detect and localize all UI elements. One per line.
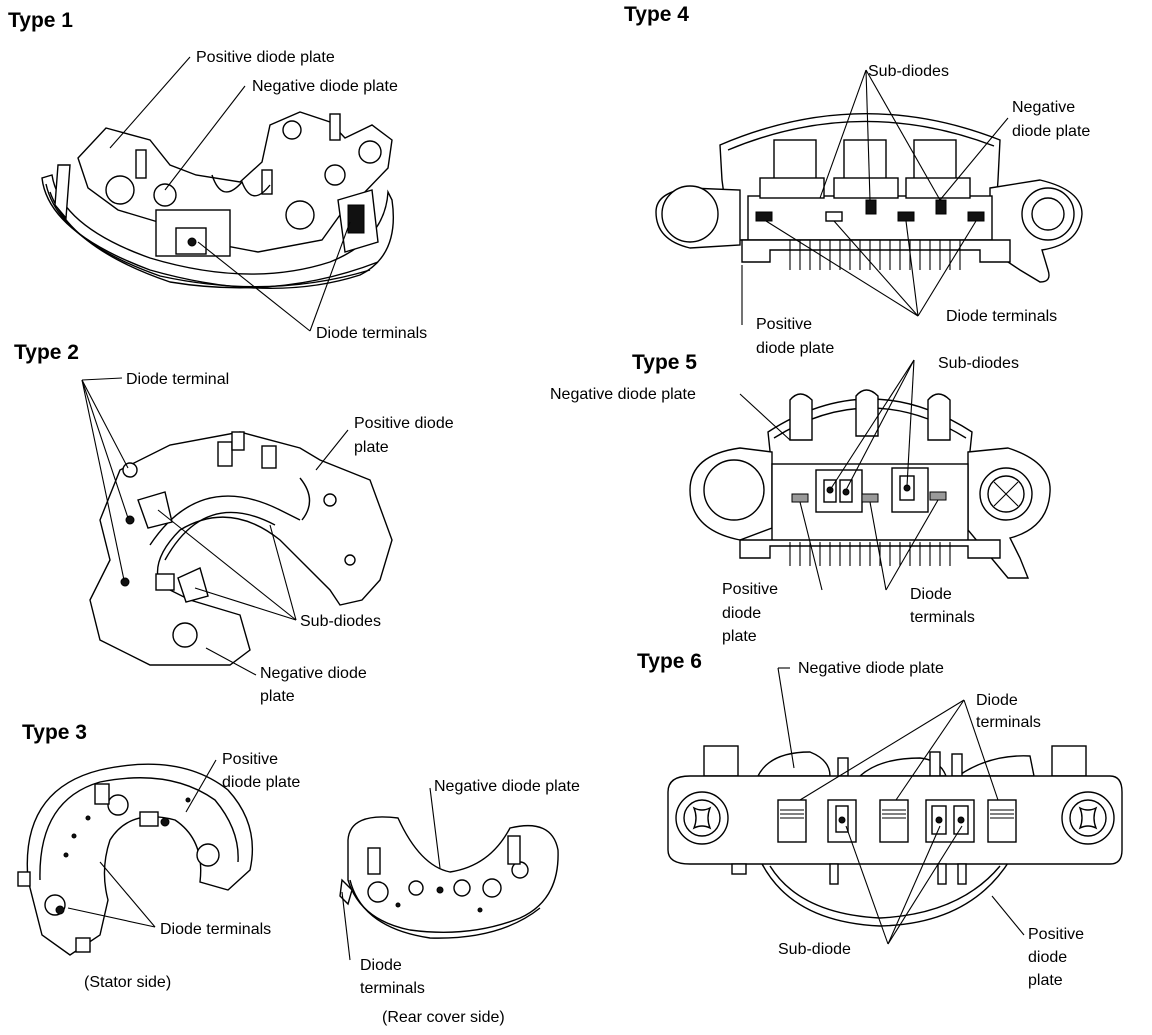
type3-rear-cover-caption: (Rear cover side) bbox=[382, 1009, 505, 1026]
type1-diode-terminals-label: Diode terminals bbox=[316, 325, 427, 342]
type4-positive-plate-label-1: Positive bbox=[756, 316, 812, 333]
type3-panel: Type 3 bbox=[17, 721, 580, 1026]
type5-title: Type 5 bbox=[632, 351, 697, 374]
type6-positive-plate-label-2: diode bbox=[1028, 949, 1067, 966]
type6-panel: Type 6 bbox=[637, 650, 1123, 989]
type6-sub-diode-label: Sub-diode bbox=[778, 941, 851, 958]
type2-positive-plate-label-2: plate bbox=[354, 439, 389, 456]
type1-panel: Type 1 P bbox=[8, 9, 427, 342]
type1-positive-plate-label: Positive diode plate bbox=[196, 49, 335, 66]
type4-negative-plate-label-1: Negative bbox=[1012, 99, 1075, 116]
type4-panel: Type 4 bbox=[624, 3, 1090, 357]
type3-positive-plate-label-2: diode plate bbox=[222, 774, 300, 791]
type5-positive-plate-label-2: diode bbox=[722, 605, 761, 622]
type3-diode-terminals-label: Diode terminals bbox=[160, 921, 271, 938]
type2-panel: Type 2 bbox=[14, 341, 454, 705]
type2-title: Type 2 bbox=[14, 341, 79, 364]
type5-diode-terminals-label-2: terminals bbox=[910, 609, 975, 626]
type3-callouts bbox=[67, 759, 441, 961]
type1-callouts bbox=[109, 56, 351, 332]
type5-sub-diodes-label: Sub-diodes bbox=[938, 355, 1019, 372]
type3-stator-side-caption: (Stator side) bbox=[84, 974, 171, 991]
type5-diode-terminals-label-1: Diode bbox=[910, 586, 952, 603]
type4-illustration bbox=[655, 113, 1083, 283]
type5-illustration bbox=[689, 389, 1051, 579]
type1-negative-plate-label: Negative diode plate bbox=[252, 78, 398, 95]
type2-diode-terminal-label: Diode terminal bbox=[126, 371, 229, 388]
type3-diode-terminals-label-2: terminals bbox=[360, 980, 425, 997]
type6-title: Type 6 bbox=[637, 650, 702, 673]
type1-illustration bbox=[41, 111, 394, 290]
type6-negative-plate-label: Negative diode plate bbox=[798, 660, 944, 677]
type3-stator-side-illustration bbox=[17, 763, 254, 956]
type4-callouts bbox=[741, 69, 1009, 325]
type6-diode-terminals-label-2: terminals bbox=[976, 714, 1041, 731]
type4-diode-terminals-label: Diode terminals bbox=[946, 308, 1057, 325]
type3-rear-cover-illustration bbox=[339, 816, 559, 939]
type6-illustration bbox=[667, 745, 1123, 927]
type4-positive-plate-label-2: diode plate bbox=[756, 340, 834, 357]
type5-positive-plate-label-1: Positive bbox=[722, 581, 778, 598]
type3-positive-plate-label-1: Positive bbox=[222, 751, 278, 768]
type2-negative-plate-label-1: Negative diode bbox=[260, 665, 367, 682]
type4-title: Type 4 bbox=[624, 3, 689, 26]
type3-title: Type 3 bbox=[22, 721, 87, 744]
type4-negative-plate-label-2: diode plate bbox=[1012, 123, 1090, 140]
type2-illustration bbox=[89, 431, 393, 666]
type2-callouts bbox=[81, 377, 349, 676]
type2-negative-plate-label-2: plate bbox=[260, 688, 295, 705]
type6-diode-terminals-label-1: Diode bbox=[976, 692, 1018, 709]
type5-positive-plate-label-3: plate bbox=[722, 628, 757, 645]
type3-diode-terminals-label-1: Diode bbox=[360, 957, 402, 974]
type5-negative-plate-label: Negative diode plate bbox=[550, 386, 696, 403]
type3-negative-plate-label: Negative diode plate bbox=[434, 778, 580, 795]
type6-callouts bbox=[777, 667, 1025, 945]
type5-callouts bbox=[739, 359, 939, 591]
type4-sub-diodes-label: Sub-diodes bbox=[868, 63, 949, 80]
type6-positive-plate-label-3: plate bbox=[1028, 972, 1063, 989]
type6-positive-plate-label-1: Positive bbox=[1028, 926, 1084, 943]
type2-sub-diodes-label: Sub-diodes bbox=[300, 613, 381, 630]
type2-positive-plate-label-1: Positive diode bbox=[354, 415, 454, 432]
type5-panel: Type 5 bbox=[550, 351, 1051, 645]
type1-title: Type 1 bbox=[8, 9, 73, 32]
